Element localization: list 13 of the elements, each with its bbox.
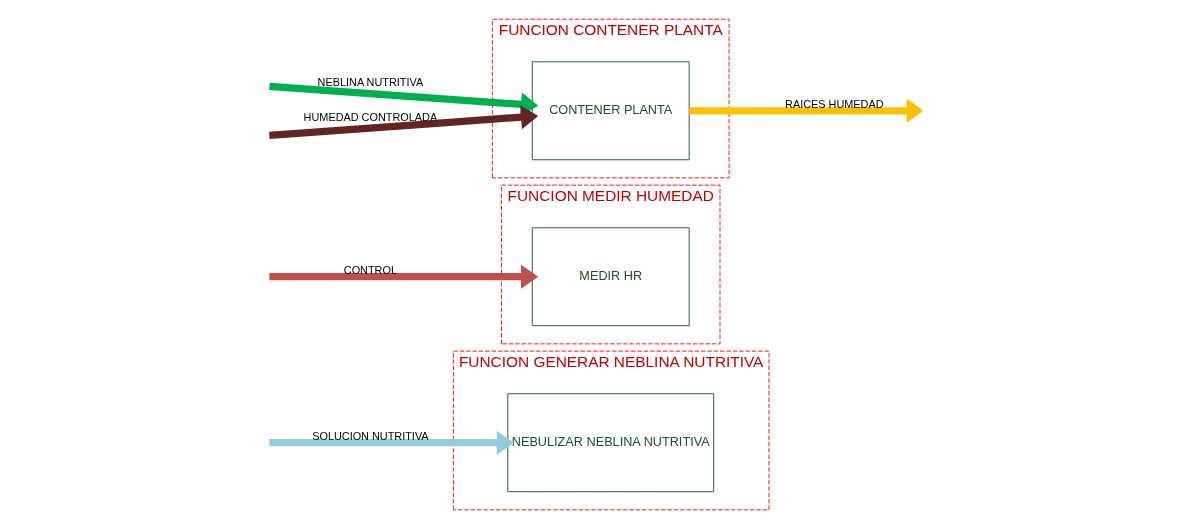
edge-label: SOLUCION NUTRITIVA bbox=[311, 429, 429, 442]
node-box: NEBULIZAR NEBLINA NUTRITIVA bbox=[506, 393, 714, 493]
edge-label: CONTROL bbox=[343, 263, 397, 276]
edge-label: HUMEDAD CONTROLADA bbox=[303, 111, 437, 124]
arrow bbox=[268, 82, 538, 117]
arrow bbox=[268, 264, 538, 289]
arrow bbox=[268, 105, 538, 139]
arrow bbox=[688, 98, 922, 123]
edge-label: RAICES HUMEDAD bbox=[784, 97, 884, 110]
node-box: CONTENER PLANTA bbox=[531, 61, 690, 161]
node-box: MEDIR HR bbox=[531, 227, 690, 327]
arrow bbox=[268, 430, 514, 455]
edge-label: NEBLINA NUTRITIVA bbox=[317, 75, 423, 88]
